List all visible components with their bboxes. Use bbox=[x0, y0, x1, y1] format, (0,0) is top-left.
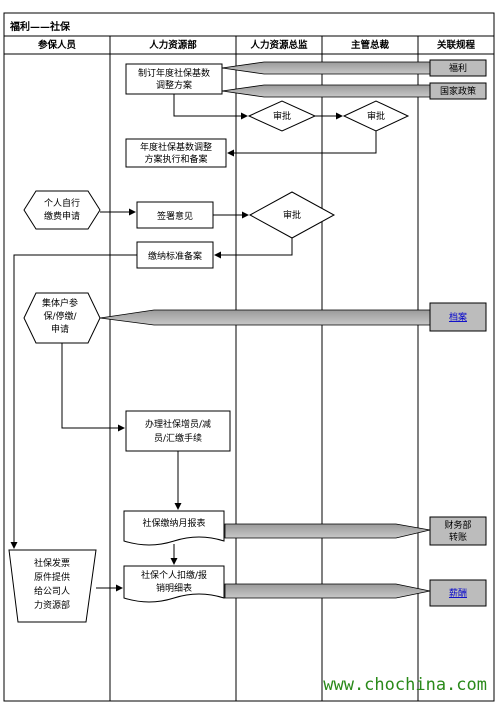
node-personal-apply bbox=[23, 190, 101, 230]
flow-president-to-execute bbox=[227, 131, 377, 157]
node-monthly-report bbox=[123, 510, 225, 546]
node-invoice-submit-line4: 力资源部 bbox=[34, 599, 70, 611]
node-execute-filing-line2: 方案执行和备案 bbox=[144, 153, 207, 165]
lane-header-related-rules: 关联规程 bbox=[437, 39, 476, 51]
big-arrow-pay bbox=[224, 583, 431, 599]
outer-frame bbox=[3, 12, 495, 702]
ref-finance-label-1: 财务部 bbox=[444, 519, 471, 531]
big-arrow-policy bbox=[221, 84, 431, 98]
node-revise-plan-line2: 调整方案 bbox=[156, 79, 192, 91]
lane-header-hr-dept: 人力资源部 bbox=[149, 39, 197, 51]
ref-policy-label: 国家政策 bbox=[440, 85, 476, 97]
node-sign-opinion bbox=[136, 201, 214, 229]
big-arrow-archive bbox=[99, 309, 431, 326]
node-execute-filing-line1: 年度社保基数调整 bbox=[140, 141, 212, 153]
flow-filing-to-invoice bbox=[10, 254, 137, 549]
node-approve-president-label: 审批 bbox=[367, 110, 385, 122]
node-invoice-submit bbox=[8, 549, 97, 623]
ref-pay-box bbox=[429, 579, 487, 607]
lane-header-insured: 参保人员 bbox=[37, 39, 77, 51]
node-invoice-submit-line3: 给公司人 bbox=[34, 585, 70, 597]
node-deduction-report-line1: 社保个人扣缴/报 bbox=[141, 569, 207, 581]
node-approve-personal-label: 审批 bbox=[283, 209, 301, 221]
node-personal-apply-line1: 个人自行 bbox=[44, 197, 80, 209]
ref-pay-link[interactable]: 薪酬 bbox=[449, 587, 467, 599]
ref-policy-box bbox=[429, 82, 487, 100]
lane-header-hr-director: 人力资源总监 bbox=[250, 39, 308, 51]
node-monthly-report-label: 社保缴纳月报表 bbox=[142, 517, 205, 529]
node-approve-president bbox=[342, 100, 410, 132]
flow-plan-to-director bbox=[173, 94, 248, 120]
node-collective-apply-line3: 申请 bbox=[51, 323, 69, 335]
diagram-title: 福利——社保 bbox=[9, 20, 71, 33]
node-deduction-report bbox=[123, 565, 225, 603]
node-collective-apply bbox=[23, 292, 101, 344]
node-execute-filing bbox=[125, 138, 227, 168]
node-handle-changes bbox=[125, 410, 231, 452]
flow-collective-to-handle bbox=[61, 343, 125, 432]
node-sign-opinion-label: 签署意见 bbox=[157, 210, 193, 222]
big-arrow-finance bbox=[224, 523, 431, 539]
ref-finance-box bbox=[429, 516, 487, 546]
watermark: www.chochina.com bbox=[323, 675, 487, 695]
ref-archive-link[interactable]: 档案 bbox=[449, 311, 467, 323]
flow-approve-to-filing bbox=[214, 238, 293, 259]
node-invoice-submit-line1: 社保发票 bbox=[34, 557, 70, 569]
node-invoice-submit-line2: 原件提供 bbox=[34, 571, 70, 583]
lane-header-president: 主管总裁 bbox=[351, 39, 390, 51]
ref-finance-label-2: 转账 bbox=[449, 531, 467, 543]
node-collective-apply-line2: 保/停缴/ bbox=[43, 310, 77, 322]
node-handle-changes-line1: 办理社保增员/减 bbox=[145, 418, 211, 430]
node-approve-director-label: 审批 bbox=[273, 110, 291, 122]
ref-welfare-label: 福利 bbox=[449, 62, 467, 74]
big-arrow-welfare bbox=[221, 61, 431, 75]
node-approve-personal bbox=[248, 191, 336, 239]
ref-archive-box bbox=[429, 302, 487, 332]
node-deduction-report-line2: 销明细表 bbox=[156, 582, 192, 594]
node-standard-filing-label: 缴纳标准备案 bbox=[148, 250, 202, 262]
node-collective-apply-line1: 集体户参 bbox=[42, 297, 78, 309]
ref-welfare-box bbox=[429, 59, 487, 77]
node-revise-plan-line1: 制订年度社保基数 bbox=[138, 67, 210, 79]
node-personal-apply-line2: 缴费申请 bbox=[44, 210, 80, 222]
node-handle-changes-line2: 员/汇缴手续 bbox=[154, 432, 202, 444]
